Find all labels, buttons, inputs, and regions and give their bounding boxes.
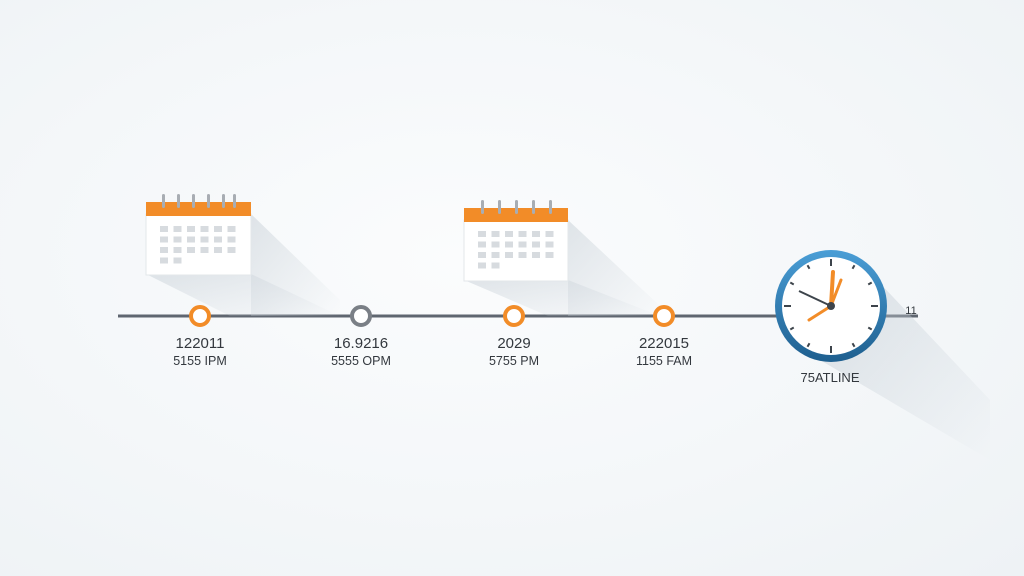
calendar-day-cell [160,257,168,264]
calendar-icon [463,200,660,316]
calendar-day-cell [227,247,236,253]
calendar-day-cell [187,236,195,243]
event-date-label: 16.9216 [334,335,388,352]
calendar-day-cell [532,252,540,258]
calendar-day-cell [200,236,209,243]
calendar-day-cell [187,226,195,232]
calendar-day-cell [505,241,513,248]
calendar-day-cell [214,236,222,243]
clock-icon [775,250,990,460]
timeline-node [350,305,372,327]
calendar-day-cell [478,262,486,269]
calendar-day-cell [187,247,195,253]
event-date-label: 222015 [639,335,689,352]
calendar-day-cell [478,252,486,258]
calendar-day-cell [160,247,168,253]
calendar-day-cell [160,226,168,232]
calendar-day-cell [200,226,209,232]
calendar-day-cell [491,252,500,258]
clock-tick [806,264,811,270]
timeline-end-label: 75ATLINE [800,370,859,385]
clock-tick [867,326,873,331]
timeline-end-tick: 11 [905,305,916,317]
event-time-label: 5555 OPM [331,354,391,368]
clock-tick [806,342,811,348]
event-time-label: 5755 PM [489,354,539,368]
calendar-day-cell [173,226,182,232]
calendar-day-cell [173,247,182,253]
event-date-label: 122011 [176,335,225,352]
event-date-label: 2029 [497,335,530,352]
calendar-day-cell [478,231,486,237]
calendar-day-cell [545,241,554,248]
clock-tick [851,342,856,348]
calendar-day-cell [173,236,182,243]
calendar-day-cell [545,231,554,237]
calendar-day-cell [491,262,500,269]
calendar-day-cell [518,252,527,258]
calendar-day-cell [478,241,486,248]
event-time-label: 5155 IPM [173,354,227,368]
event-time-label: 1155 FAM [636,354,692,368]
timeline-node [189,305,211,327]
clock-tick [789,281,795,286]
timeline-node [503,305,525,327]
calendar-day-cell [200,247,209,253]
calendar-day-cell [227,226,236,232]
calendar-day-cell [505,252,513,258]
calendar-day-cell [545,252,554,258]
calendar-day-cell [505,231,513,237]
calendar-day-cell [491,241,500,248]
calendar-day-cell [214,226,222,232]
calendar-day-cell [518,231,527,237]
clock-tick [789,326,795,331]
calendar-day-cell [532,231,540,237]
calendar-day-cell [518,241,527,248]
calendar-icon [145,194,340,316]
clock-tick [851,264,856,270]
calendar-day-cell [160,236,168,243]
timeline-node [653,305,675,327]
calendar-day-cell [214,247,222,253]
calendar-day-cell [532,241,540,248]
calendar-day-cell [227,236,236,243]
calendar-day-cell [173,257,182,264]
clock-tick [867,281,873,286]
calendar-day-cell [491,231,500,237]
